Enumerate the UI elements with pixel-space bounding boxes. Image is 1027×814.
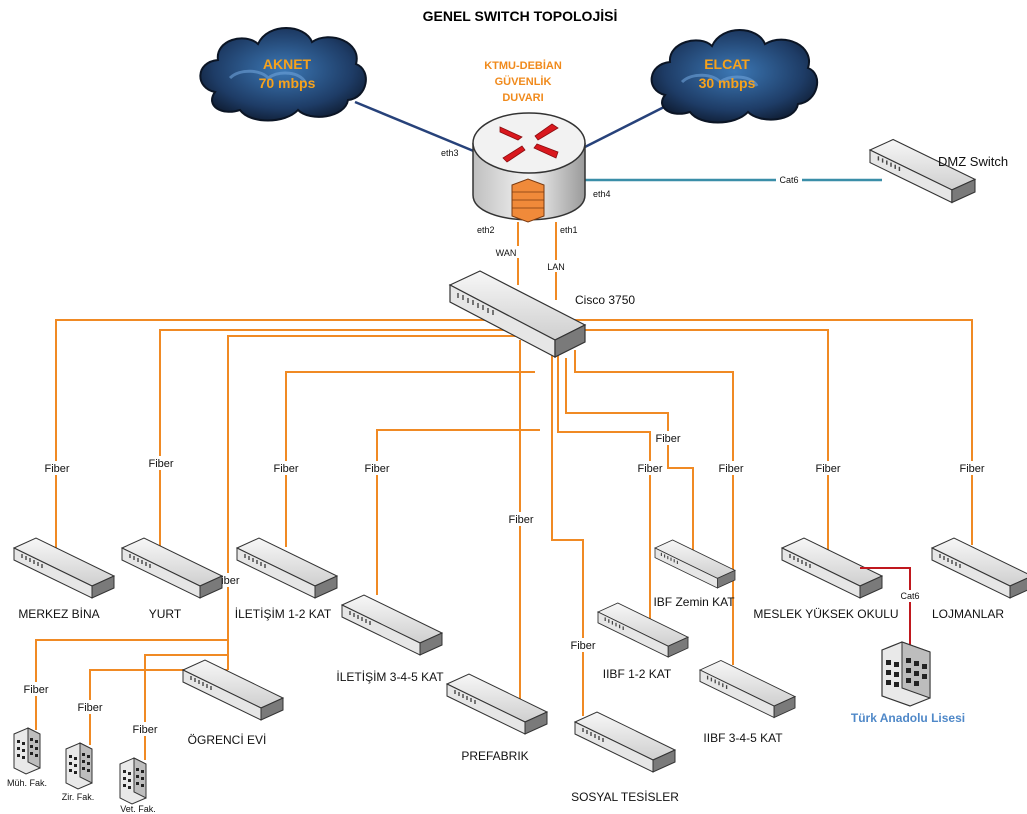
fiber-labels: Fiber Fiber Fiber Fiber Fiber Fiber Fibe… bbox=[21, 431, 987, 736]
elcat-link bbox=[574, 103, 669, 154]
dmz-switch-label: DMZ Switch bbox=[938, 154, 1008, 169]
iibf345-switch-icon bbox=[699, 659, 796, 719]
myo-label: MESLEK YÜKSEK OKULU bbox=[753, 607, 898, 621]
vet-building-icon bbox=[119, 757, 147, 805]
eth2-label: eth2 bbox=[477, 225, 495, 235]
ibfzemin-label: IBF Zemin KAT bbox=[653, 595, 735, 609]
zir-label: Zir. Fak. bbox=[62, 792, 95, 802]
yurt-label: YURT bbox=[149, 607, 182, 621]
iletisim345-switch-icon bbox=[341, 594, 443, 656]
prefabrik-switch-icon bbox=[446, 673, 548, 735]
sosyal-switch-icon bbox=[574, 711, 676, 773]
fiber-label: Fiber bbox=[148, 458, 173, 470]
iletisim12-label: İLETİŞİM 1-2 KAT bbox=[235, 607, 332, 621]
iletisim345-label: İLETİŞİM 3-4-5 KAT bbox=[336, 670, 444, 684]
eth3-label: eth3 bbox=[441, 148, 459, 158]
eth1-label: eth1 bbox=[560, 225, 578, 235]
fiber-label: Fiber bbox=[570, 640, 595, 652]
core-switch-icon bbox=[448, 270, 587, 358]
core-switch-label: Cisco 3750 bbox=[575, 293, 635, 307]
fiber-links bbox=[35, 319, 973, 760]
iibf12-switch-icon bbox=[597, 602, 689, 658]
firewall-router-icon bbox=[472, 112, 586, 223]
aknet-speed: 70 mbps bbox=[259, 75, 316, 91]
iibf345-label: IIBF 3-4-5 KAT bbox=[703, 731, 783, 745]
fiber-label: Fiber bbox=[273, 463, 298, 475]
lise-building-icon bbox=[881, 641, 931, 707]
vet-label: Vet. Fak. bbox=[120, 804, 156, 814]
diagram-title: GENEL SWITCH TOPOLOJİSİ bbox=[423, 8, 618, 24]
fiber-label: Fiber bbox=[23, 684, 48, 696]
iibf12-label: IIBF 1-2 KAT bbox=[603, 667, 672, 681]
firewall-label-line2: GÜVENLİK bbox=[495, 75, 552, 88]
lan-label: LAN bbox=[547, 262, 565, 272]
merkez-switch-icon bbox=[13, 537, 115, 599]
firewall-label-line3: DUVARI bbox=[502, 92, 543, 104]
dmz-switch-icon bbox=[869, 138, 976, 204]
firewall-label-line1: KTMU-DEBİAN bbox=[484, 59, 562, 72]
ogrenci-label: ÖGRENCİ EVİ bbox=[188, 733, 267, 747]
elcat-name: ELCAT bbox=[704, 56, 750, 72]
fiber-label: Fiber bbox=[718, 463, 743, 475]
aknet-cloud: AKNET 70 mbps bbox=[199, 27, 367, 122]
aknet-name: AKNET bbox=[263, 56, 312, 72]
sosyal-label: SOSYAL TESİSLER bbox=[571, 790, 679, 804]
dmz-cat6-label: Cat6 bbox=[779, 175, 798, 185]
lise-cat6-link bbox=[860, 567, 911, 655]
wan-label: WAN bbox=[496, 248, 517, 258]
fiber-label: Fiber bbox=[655, 433, 680, 445]
ibfzemin-switch-icon bbox=[654, 539, 736, 589]
lojman-switch-icon bbox=[931, 537, 1027, 599]
ogrenci-switch-icon bbox=[182, 659, 284, 721]
muh-label: Müh. Fak. bbox=[7, 778, 47, 788]
fiber-label: Fiber bbox=[132, 724, 157, 736]
fiber-label: Fiber bbox=[637, 463, 662, 475]
fiber-label: Fiber bbox=[815, 463, 840, 475]
fiber-label: Fiber bbox=[77, 702, 102, 714]
eth4-label: eth4 bbox=[593, 189, 611, 199]
fiber-label: Fiber bbox=[44, 463, 69, 475]
fiber-label: Fiber bbox=[959, 463, 984, 475]
muh-building-icon bbox=[13, 727, 41, 775]
merkez-label: MERKEZ BİNA bbox=[18, 607, 99, 621]
prefabrik-label: PREFABRIK bbox=[461, 749, 528, 763]
aknet-link bbox=[354, 100, 477, 154]
elcat-speed: 30 mbps bbox=[699, 75, 756, 91]
lise-cat6-label: Cat6 bbox=[900, 591, 919, 601]
lise-label: Türk Anadolu Lisesi bbox=[851, 711, 965, 725]
zir-building-icon bbox=[65, 742, 93, 790]
yurt-switch-icon bbox=[121, 537, 223, 599]
fiber-label: Fiber bbox=[364, 463, 389, 475]
fiber-label: Fiber bbox=[508, 514, 533, 526]
elcat-cloud: ELCAT 30 mbps bbox=[650, 29, 818, 124]
lojman-label: LOJMANLAR bbox=[932, 607, 1004, 621]
